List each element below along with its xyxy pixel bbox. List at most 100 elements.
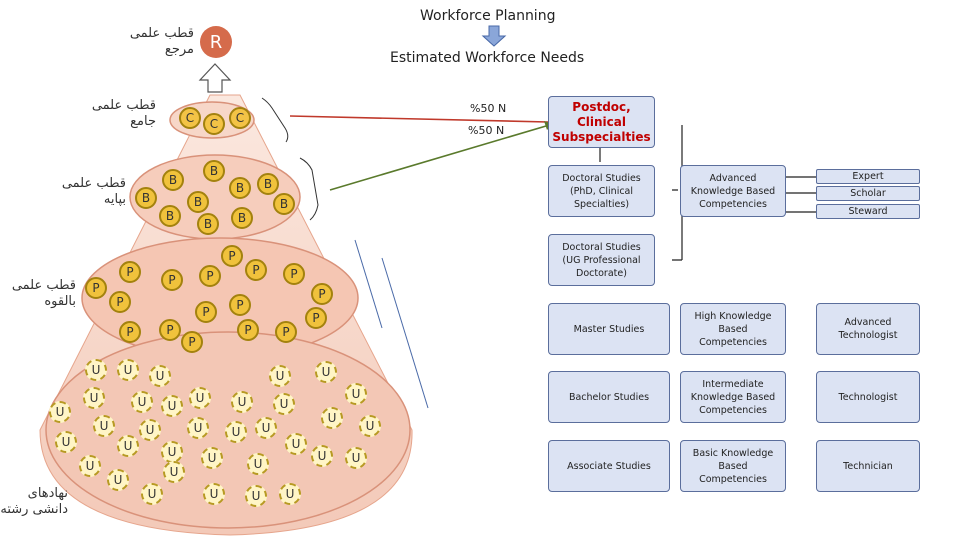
coin-P-5: P — [283, 263, 305, 285]
coin-P-16: P — [181, 331, 203, 353]
coin-U-8: U — [189, 387, 211, 409]
coin-B-6: B — [273, 193, 295, 215]
bracket-B — [299, 157, 319, 221]
coin-B-4: B — [135, 187, 157, 209]
role-box-expert: Expert — [816, 169, 920, 184]
coin-P-7: P — [311, 283, 333, 305]
study-box-postdoc: Postdoc, Clinical Subspecialties — [548, 96, 655, 148]
coin-U-29: U — [247, 453, 269, 475]
coin-P-0: P — [221, 245, 243, 267]
coin-U-23: U — [201, 447, 223, 469]
bracket-P — [354, 239, 383, 329]
coin-U-26: U — [345, 447, 367, 469]
coin-C-1: C — [203, 113, 225, 135]
level-label-P: قطب علمی بالقوه — [0, 278, 76, 310]
coin-B-3: B — [257, 173, 279, 195]
coin-U-1: U — [117, 359, 139, 381]
coin-U-14: U — [93, 415, 115, 437]
level-label-P-line1: قطب علمی — [11, 278, 76, 293]
coin-P-13: P — [159, 319, 181, 341]
level-label-B: قطب علمی بپایه — [50, 176, 126, 208]
coin-P-3: P — [199, 265, 221, 287]
coin-U-31: U — [141, 483, 163, 505]
level-label-R-line2: مرجع — [164, 42, 194, 57]
study-box-bachelor: Bachelor Studies — [548, 371, 670, 423]
down-arrow-1 — [481, 25, 507, 47]
coin-P-15: P — [275, 321, 297, 343]
coin-B-7: B — [159, 205, 181, 227]
page-title: Workforce Planning — [420, 8, 556, 24]
coin-P-12: P — [119, 321, 141, 343]
coin-B-9: B — [231, 207, 253, 229]
knowledge-box-high: High Knowledge Based Competencies — [680, 303, 786, 355]
study-box-associate: Associate Studies — [548, 440, 670, 492]
knowledge-box-intermediate: Intermediate Knowledge Based Competencie… — [680, 371, 786, 423]
up-arrow — [198, 63, 232, 93]
coin-U-32: U — [203, 483, 225, 505]
level-label-B-line2: بپایه — [103, 192, 126, 207]
coin-U-15: U — [139, 419, 161, 441]
coin-U-7: U — [161, 395, 183, 417]
coin-U-22: U — [161, 441, 183, 463]
arrow-green — [329, 125, 547, 191]
coin-U-2: U — [149, 365, 171, 387]
coin-U-12: U — [49, 401, 71, 423]
coin-U-3: U — [269, 365, 291, 387]
bracket-U — [381, 257, 429, 409]
coin-P-2: P — [161, 269, 183, 291]
knowledge-box-advanced: Advanced Knowledge Based Competencies — [680, 165, 786, 217]
level-label-R: قطب علمی مرجع — [118, 26, 194, 58]
coin-P-6: P — [85, 277, 107, 299]
coin-U-17: U — [225, 421, 247, 443]
level-label-R-line1: قطب علمی — [129, 26, 194, 41]
coin-U-13: U — [321, 407, 343, 429]
coin-B-1: B — [203, 160, 225, 182]
level-label-B-line1: قطب علمی — [61, 176, 126, 191]
level-label-U: نهادهای دانشی رشته — [0, 486, 68, 518]
coin-U-21: U — [117, 435, 139, 457]
coin-P-8: P — [109, 291, 131, 313]
coin-B-2: B — [229, 177, 251, 199]
role-box-technologist: Technologist — [816, 371, 920, 423]
coin-U-19: U — [359, 415, 381, 437]
study-box-doctoral-phd: Doctoral Studies (PhD, Clinical Specialt… — [548, 165, 655, 217]
arrow-red — [289, 115, 549, 123]
study-box-master: Master Studies — [548, 303, 670, 355]
R-badge: R — [200, 26, 232, 58]
coin-U-30: U — [107, 469, 129, 491]
coin-U-25: U — [311, 445, 333, 467]
level-label-U-line2: دانشی رشته — [0, 502, 68, 517]
coin-U-27: U — [79, 455, 101, 477]
coin-P-14: P — [237, 319, 259, 341]
coin-U-20: U — [55, 431, 77, 453]
coin-U-5: U — [83, 387, 105, 409]
coin-B-5: B — [187, 191, 209, 213]
coin-P-11: P — [305, 307, 327, 329]
coin-P-10: P — [229, 294, 251, 316]
role-box-steward: Steward — [816, 204, 920, 219]
coin-U-18: U — [255, 417, 277, 439]
coin-U-0: U — [85, 359, 107, 381]
knowledge-box-basic: Basic Knowledge Based Competencies — [680, 440, 786, 492]
role-box-advanced-technologist: Advanced Technologist — [816, 303, 920, 355]
coin-P-4: P — [245, 259, 267, 281]
coin-B-8: B — [197, 213, 219, 235]
coin-U-9: U — [231, 391, 253, 413]
level-label-C-line1: قطب علمی — [91, 98, 156, 113]
coin-U-24: U — [285, 433, 307, 455]
percent-label-2: %50 N — [468, 124, 505, 137]
coin-C-2: C — [229, 107, 251, 129]
level-label-C: قطب علمی جامع — [80, 98, 156, 130]
coin-U-10: U — [273, 393, 295, 415]
coin-U-33: U — [245, 485, 267, 507]
role-box-scholar: Scholar — [816, 186, 920, 201]
study-box-doctoral-ug: Doctoral Studies (UG Professional Doctor… — [548, 234, 655, 286]
coin-U-4: U — [315, 361, 337, 383]
coin-U-28: U — [163, 461, 185, 483]
percent-label-1: %50 N — [470, 102, 507, 115]
coin-U-34: U — [279, 483, 301, 505]
level-label-C-line2: جامع — [130, 114, 156, 129]
coin-B-0: B — [162, 169, 184, 191]
role-box-technician: Technician — [816, 440, 920, 492]
level-label-P-line2: بالقوه — [44, 294, 76, 309]
